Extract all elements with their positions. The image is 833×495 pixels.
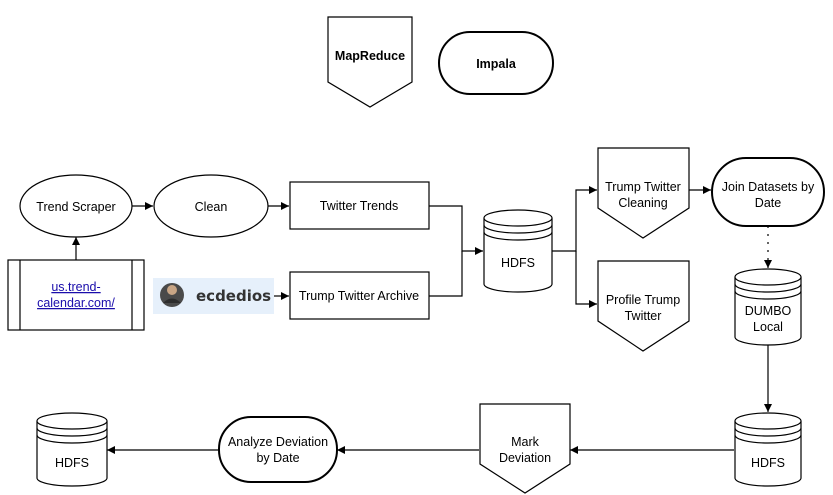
node-trump-twitter-archive: Trump Twitter Archive	[289, 271, 430, 320]
node-trend-scraper: Trend Scraper	[19, 174, 133, 238]
node-trend-calendar: us.trend- calendar.com/	[7, 259, 145, 331]
node-twitter-trends: Twitter Trends	[289, 181, 430, 230]
node-trump-twitter-cleaning: Trump Twitter Cleaning	[597, 147, 690, 239]
trend-calendar-link-line1[interactable]: us.trend-	[51, 280, 100, 294]
dumbo-local-line1: DUMBO	[745, 304, 792, 318]
legend-mapreduce-label: MapReduce	[335, 49, 405, 63]
hdfs-2-label: HDFS	[751, 456, 785, 470]
twitter-trends-label: Twitter Trends	[320, 199, 399, 213]
trend-scraper-label: Trend Scraper	[36, 200, 115, 214]
node-profile-trump-twitter: Profile Trump Twitter	[597, 260, 690, 352]
mark-deviation-line1: Mark	[511, 435, 540, 449]
trump-twitter-cleaning-line1: Trump Twitter	[605, 180, 681, 194]
node-hdfs-2: HDFS	[734, 412, 802, 487]
node-dumbo-local: DUMBO Local	[734, 268, 802, 346]
node-hdfs-3: HDFS	[36, 412, 108, 487]
hdfs-3-label: HDFS	[55, 456, 89, 470]
edge-archive-to-hdfs	[429, 251, 463, 297]
node-hdfs-1: HDFS	[483, 209, 553, 293]
mark-deviation-line2: Deviation	[499, 451, 551, 465]
trend-calendar-link-line2[interactable]: calendar.com/	[37, 296, 115, 310]
legend-impala: Impala	[438, 31, 554, 95]
trump-twitter-cleaning-line2: Cleaning	[618, 196, 667, 210]
analyze-deviation-line2: by Date	[256, 451, 299, 465]
dumbo-local-line2: Local	[753, 320, 783, 334]
edge-trends-to-hdfs	[429, 205, 483, 255]
hdfs-1-label: HDFS	[501, 256, 535, 270]
legend-impala-label: Impala	[476, 57, 517, 71]
profile-trump-twitter-line2: Twitter	[625, 309, 662, 323]
node-join-datasets: Join Datasets by Date	[711, 157, 825, 227]
trump-twitter-archive-label: Trump Twitter Archive	[299, 289, 419, 303]
join-datasets-line2: Date	[755, 196, 781, 210]
edge-hdfs-to-cleaning	[552, 186, 597, 252]
node-clean: Clean	[153, 174, 269, 238]
clean-label: Clean	[195, 200, 228, 214]
profile-trump-twitter-line1: Profile Trump	[606, 293, 680, 307]
legend-mapreduce: MapReduce	[327, 16, 413, 108]
edges	[72, 186, 772, 454]
join-datasets-line1: Join Datasets by	[722, 180, 815, 194]
ecdedios-badge: ecdedios	[153, 278, 274, 314]
analyze-deviation-line1: Analyze Deviation	[228, 435, 328, 449]
node-analyze-deviation: Analyze Deviation by Date	[218, 416, 338, 483]
ecdedios-label: ecdedios	[196, 287, 271, 305]
edge-hdfs-to-profile	[575, 251, 597, 308]
node-mark-deviation: Mark Deviation	[479, 403, 571, 494]
